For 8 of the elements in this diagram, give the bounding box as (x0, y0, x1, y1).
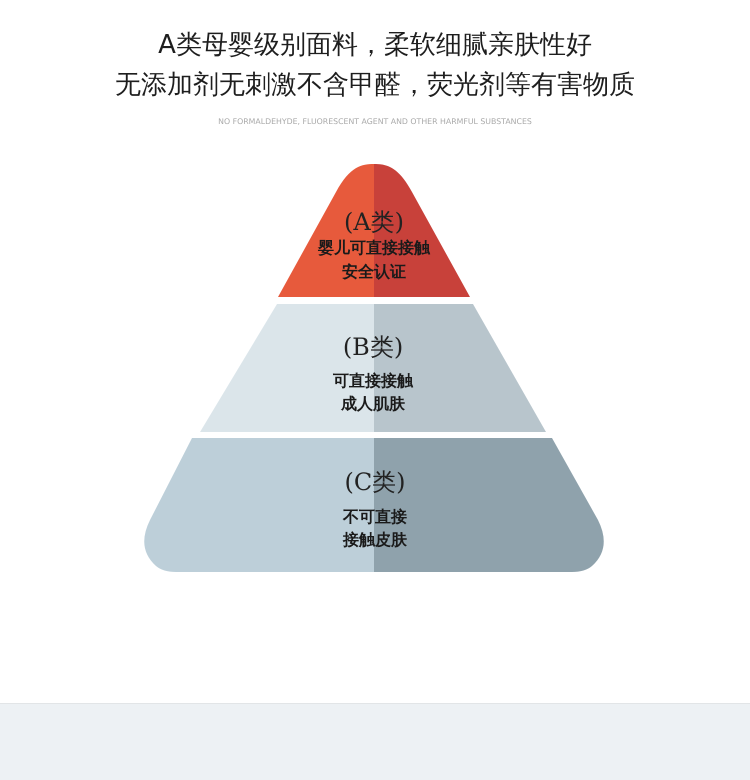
title: A类母婴级别面料，柔软细腻亲肤性好 (158, 29, 592, 61)
tier-description: 不可直接接触皮肤 (342, 506, 408, 551)
headline: 无添加剂无刺激不含甲醛，荧光剂等有害物质 (115, 69, 635, 101)
tier-description: 婴儿可直接接触安全认证 (318, 237, 430, 283)
tier-heading: (B类) (342, 332, 404, 362)
tier-heading: (C类) (344, 467, 406, 497)
tier-description: 可直接接触成人肌肤 (332, 370, 414, 415)
tier-heading: (A类) (344, 207, 404, 237)
